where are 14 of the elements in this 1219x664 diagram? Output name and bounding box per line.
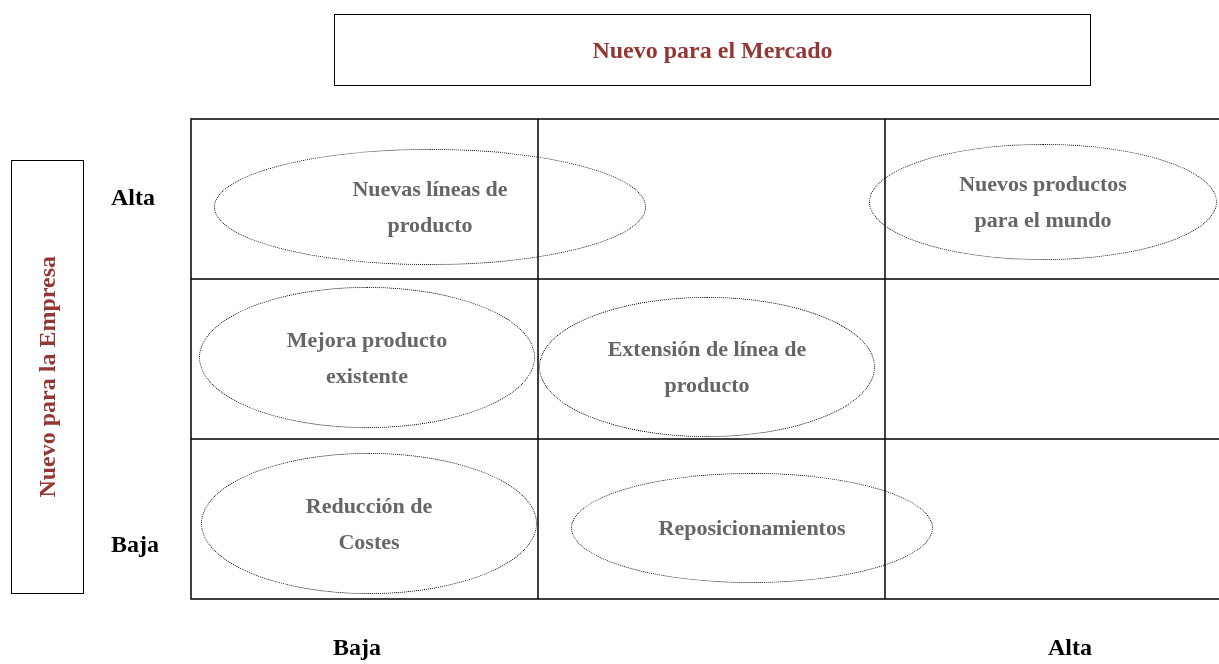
axis-level-label: Baja	[333, 634, 381, 661]
axis-title: Nuevo para la Empresa	[34, 256, 61, 498]
ellipse-label: Extensión de línea de producto	[606, 335, 808, 399]
axis-level-label: Baja	[111, 531, 159, 558]
axis-level-label: Alta	[111, 184, 155, 211]
axis-title-box	[11, 160, 84, 594]
ellipse-label: Mejora producto existente	[285, 325, 449, 390]
axis-level-label: Alta	[1048, 634, 1092, 661]
ellipse-label: Nuevos productos para el mundo	[958, 170, 1128, 234]
ellipse-label: Reposicionamientos	[658, 514, 846, 542]
axis-title-box	[334, 14, 1091, 86]
ellipse-label: Nuevas líneas de producto	[351, 175, 509, 239]
ellipse-label: Reducción de Costes	[304, 491, 434, 556]
axis-title: Nuevo para el Mercado	[592, 36, 833, 64]
